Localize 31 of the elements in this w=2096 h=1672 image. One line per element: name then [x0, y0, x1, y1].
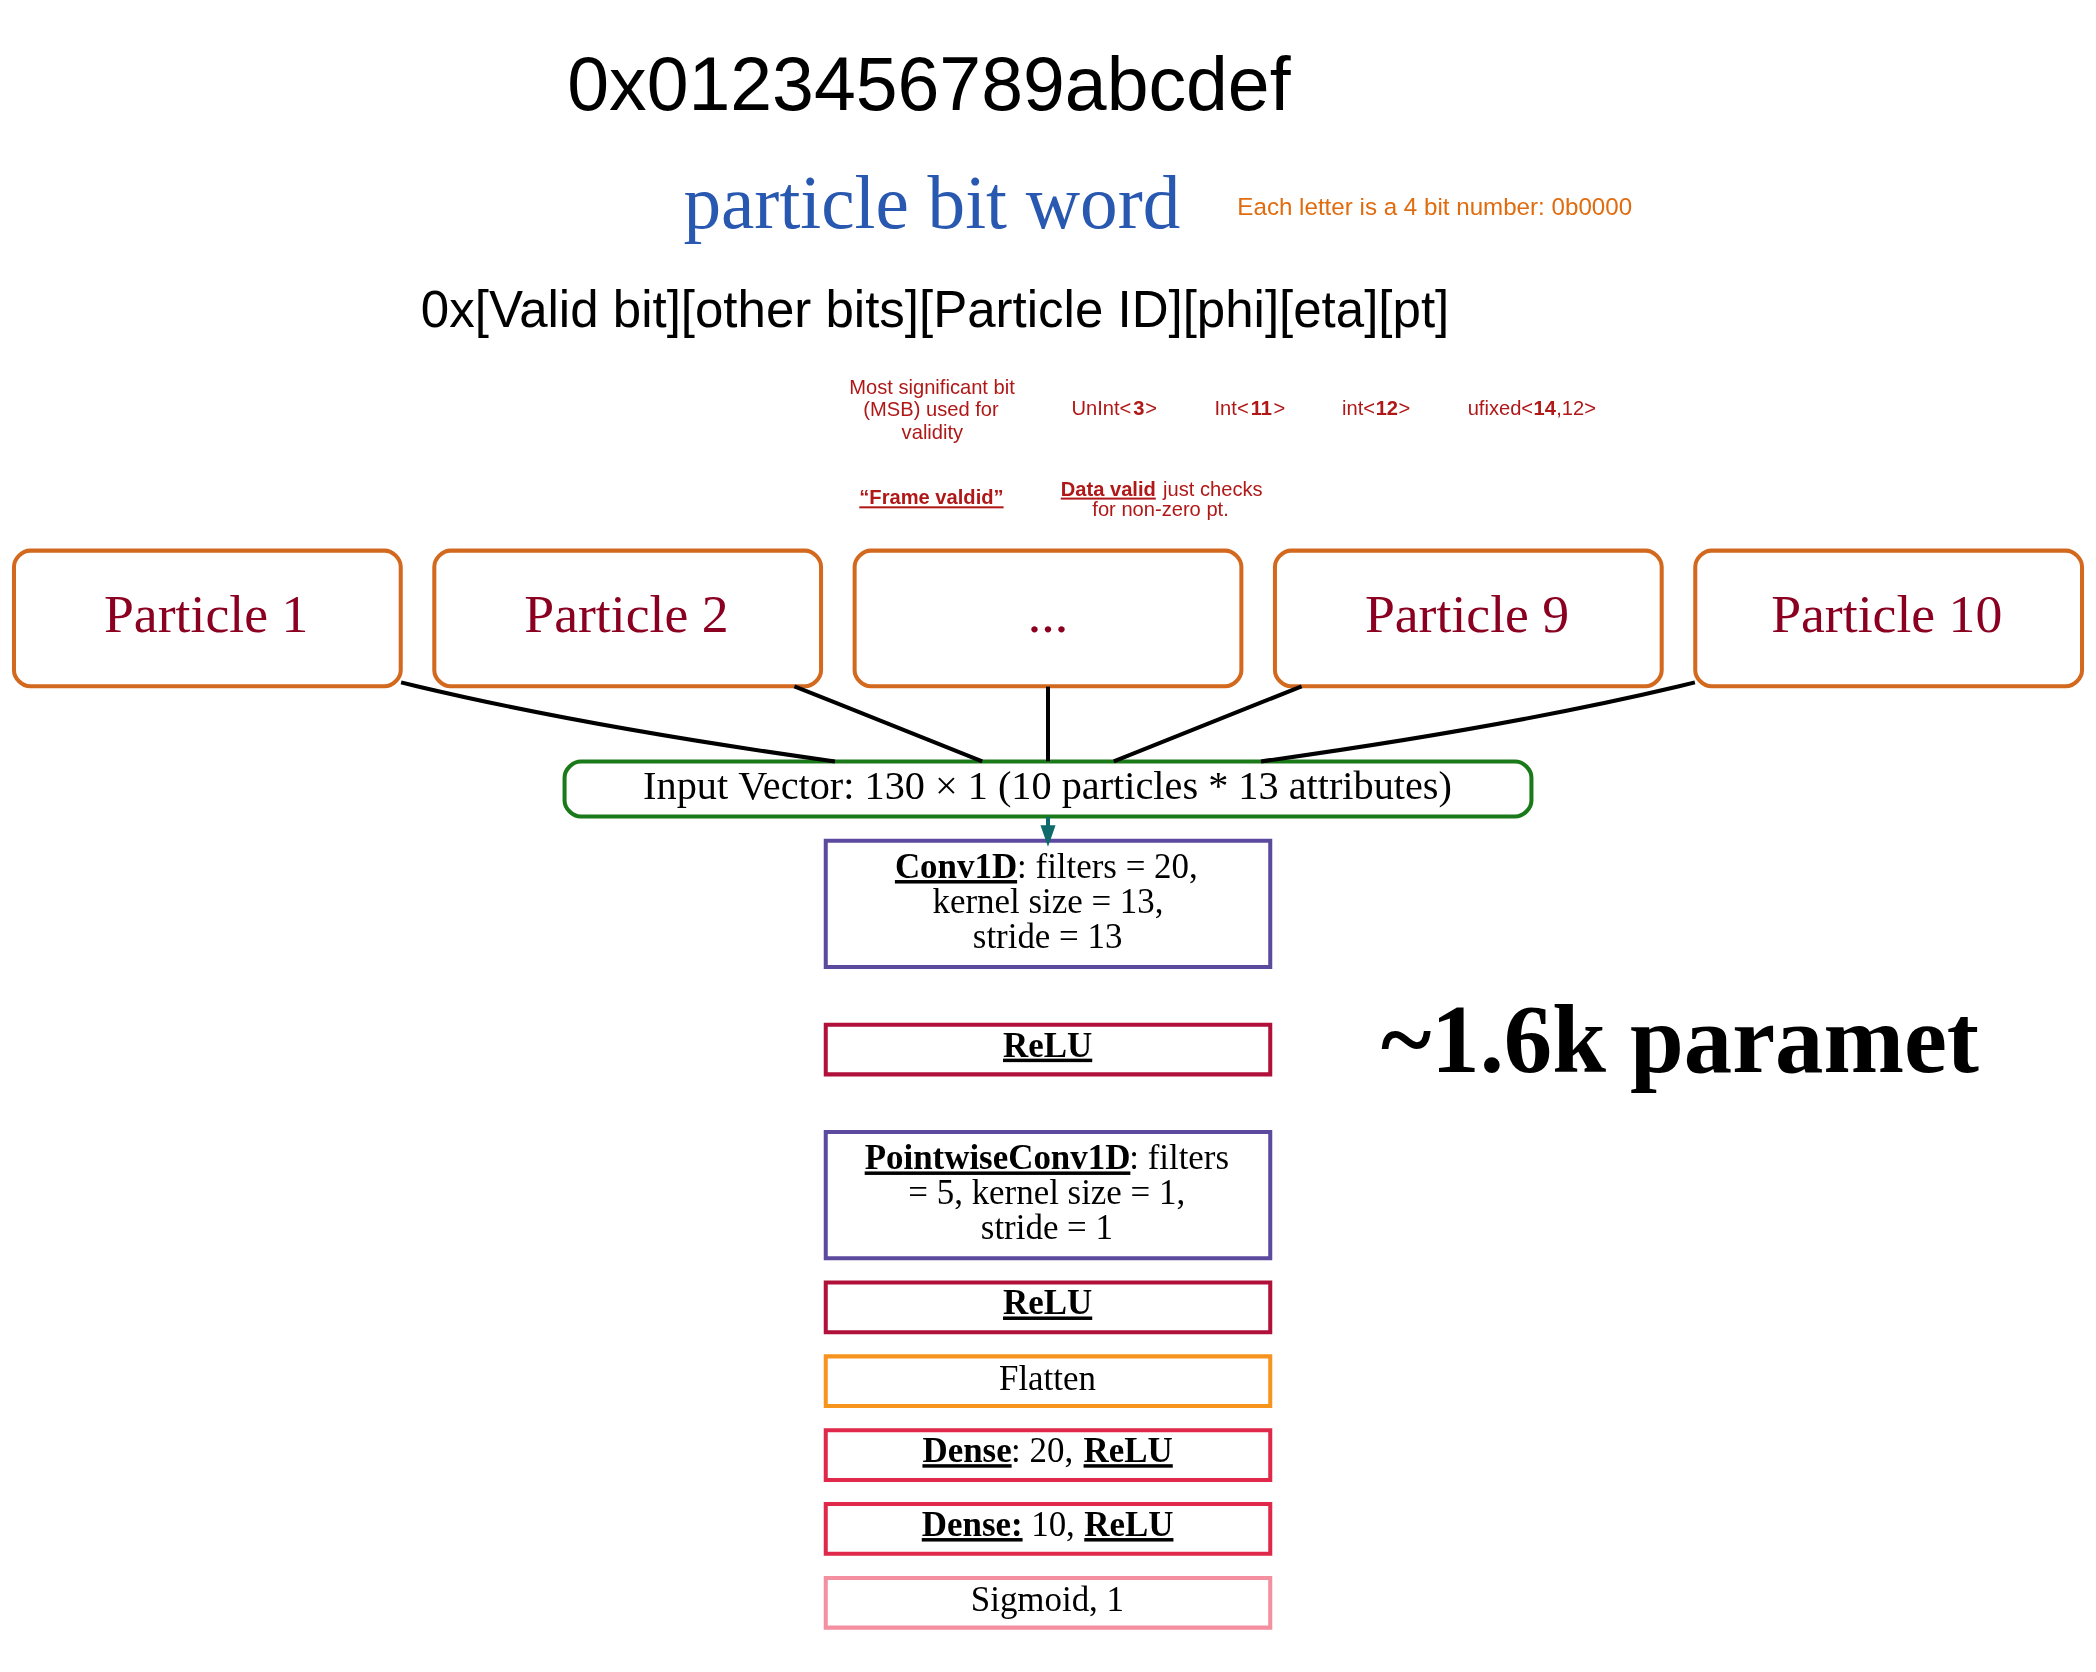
label: int<12> [1342, 397, 1411, 420]
node-box: Input Vector: 130 × 1 (10 particles * 13 attributes) [562, 759, 1534, 819]
node-box: Particle 9 [1272, 548, 1664, 689]
node-box: Sigmoid, 1 [823, 1575, 1273, 1630]
node-box: Particle 2 [432, 548, 824, 689]
node-box: ReLU [823, 1280, 1273, 1335]
label: UnInt<3> [1071, 397, 1158, 420]
label: Data valid just checks for non-zero pt. [1060, 477, 1263, 520]
node-box: Dense: 20, ReLU [823, 1428, 1273, 1482]
connector [1260, 680, 1696, 764]
node-box: PointwiseConv1D: filters = 5, kernel size = 1, stride = 1 [823, 1130, 1273, 1261]
label: 0x0123456789abcdef [567, 41, 1291, 126]
label: ~1.6k paramet [1381, 986, 1980, 1094]
label: 0x[Valid bit][other bits][Particle ID][phi][eta][pt] [420, 280, 1450, 338]
label: Most significant bit (MSB) used for validity [849, 375, 1015, 444]
connector [400, 680, 836, 764]
label: ufixed<14,12> [1467, 397, 1597, 420]
label: Int<11> [1214, 397, 1286, 420]
node-box: Particle 1 [11, 548, 403, 689]
node-box: ReLU [823, 1022, 1273, 1077]
label: Each letter is a 4 bit number: 0b0000 [1237, 193, 1633, 221]
connector [793, 684, 983, 764]
node-box: ... [852, 548, 1244, 689]
label: particle bit word [683, 161, 1181, 245]
node-box: Conv1D: filters = 20, kernel size = 13, stride = 13 [823, 838, 1273, 969]
connector [1046, 686, 1050, 762]
node-box: Particle 10 [1693, 548, 2085, 689]
node-box: Flatten [823, 1354, 1273, 1409]
connector [1113, 684, 1303, 764]
node-box: Dense: 10, ReLU [823, 1502, 1273, 1556]
label: “Frame valdid” [859, 486, 1004, 509]
